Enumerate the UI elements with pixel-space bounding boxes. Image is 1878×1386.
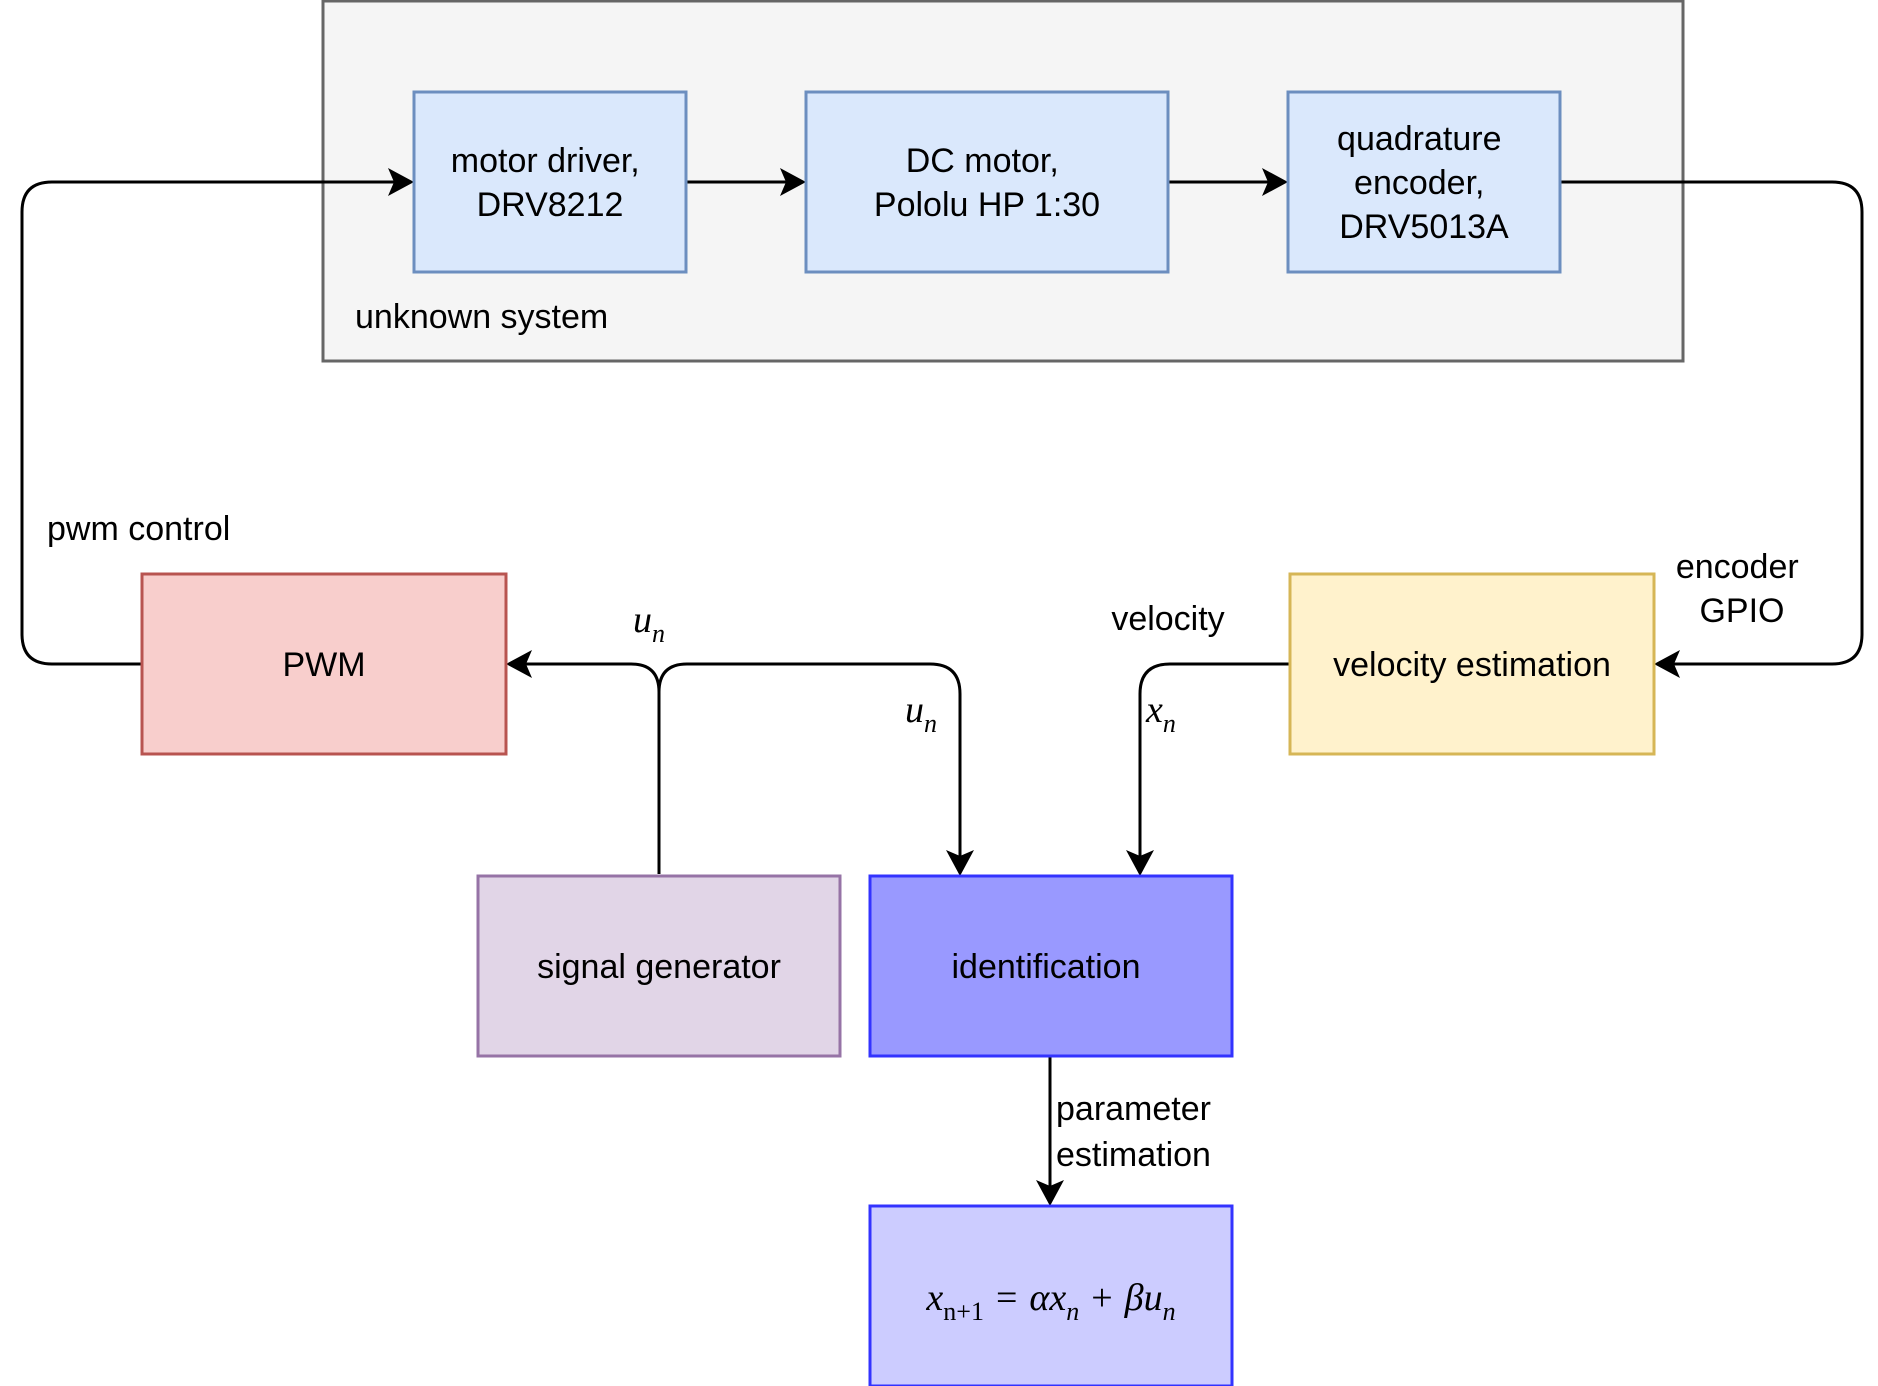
u-n-sub: n (652, 619, 665, 648)
model-box (868, 1204, 1234, 1386)
arrowhead-identification-to-model (1036, 1180, 1064, 1206)
equation-u-var: u (1144, 1277, 1163, 1319)
u-n-var: u (905, 689, 924, 731)
u-n-label-to-identification: un (905, 689, 937, 738)
arrowhead-signal-to-identification (946, 850, 974, 876)
equation-alpha: α (1029, 1277, 1050, 1319)
edge-pwm-to-driver (20, 180, 398, 666)
equation-equals: = (996, 1277, 1017, 1319)
node-velocity-estimation: velocity estimation (1288, 572, 1656, 756)
velocity-estimation-label-line: velocity estimation (1333, 646, 1611, 684)
arrowhead-motor-to-encoder (1262, 168, 1288, 196)
equation-x-var: x (1048, 1277, 1066, 1319)
edge-encoder-to-velocity (1560, 180, 1864, 666)
x-n-sub: n (1163, 709, 1176, 738)
equation-lhs-var: x (925, 1277, 943, 1319)
arrowhead-pwm-to-driver (388, 168, 414, 196)
node-identification: identification (868, 874, 1234, 1058)
encoder-label-line: quadrature (1337, 120, 1501, 158)
motor-driver-label-line: motor driver, (451, 142, 640, 180)
encoder-gpio-label: encoder GPIO (1676, 548, 1808, 630)
node-motor-driver: motor driver, DRV8212 (412, 90, 688, 274)
pwm-box (140, 572, 508, 756)
pwm-label: PWM (282, 646, 365, 684)
arrowhead-velocity-to-identification (1126, 850, 1154, 876)
motor-driver-label: motor driver, DRV8212 (451, 142, 649, 224)
x-n-var: x (1145, 689, 1163, 731)
edge-signal-to-pwm (522, 662, 661, 874)
unknown-system-label: unknown system (355, 298, 608, 336)
dc-motor-label-line: DC motor, (906, 142, 1059, 180)
encoder-label: quadrature encoder, DRV5013A (1337, 120, 1511, 246)
x-n-label-to-identification: xn (1145, 689, 1176, 738)
identification-label: identification (951, 948, 1140, 986)
encoder-gpio-label-line: GPIO (1699, 592, 1784, 630)
node-pwm: PWM (140, 572, 508, 756)
parameter-estimation-label-line: estimation (1056, 1136, 1211, 1174)
edges (20, 168, 1864, 1206)
encoder-label-line: DRV5013A (1339, 208, 1509, 246)
edge-signal-to-identification (657, 662, 962, 860)
node-dc-motor: DC motor, Pololu HP 1:30 (804, 90, 1170, 274)
parameter-estimation-label-line: parameter (1056, 1090, 1211, 1128)
equation-u-sub: n (1163, 1297, 1176, 1326)
encoder-gpio-label-line: encoder (1676, 548, 1799, 586)
encoder-box (1286, 90, 1562, 274)
equation-lhs-sub: n+1 (943, 1297, 984, 1326)
arrowhead-driver-to-motor (780, 168, 806, 196)
signal-generator-label-line: signal generator (537, 948, 781, 986)
node-model: xn+1=αxn+βun (868, 1204, 1234, 1386)
velocity-label: velocity (1111, 600, 1224, 638)
equation-beta: β (1124, 1277, 1144, 1319)
pwm-control-label: pwm control (47, 510, 230, 548)
velocity-estimation-box (1288, 572, 1656, 756)
motor-driver-box (412, 90, 688, 274)
u-n-sub: n (924, 709, 937, 738)
edge-velocity-to-identification (1138, 662, 1290, 860)
equation-x-sub: n (1066, 1297, 1079, 1326)
pwm-label-line: PWM (282, 646, 365, 684)
arrowhead-signal-to-pwm (506, 650, 532, 678)
pwm-control-label-line: pwm control (47, 510, 230, 548)
identification-box (868, 874, 1234, 1058)
edge-labels: pwm control encoder GPIO velocity parame… (47, 510, 1808, 1174)
parameter-estimation-label: parameter estimation (1056, 1090, 1220, 1174)
arrowhead-encoder-to-velocity (1654, 650, 1680, 678)
node-signal-generator: signal generator (476, 874, 842, 1058)
u-n-label-to-pwm: un (633, 599, 665, 648)
motor-driver-label-line: DRV8212 (477, 186, 624, 224)
model-equation: xn+1=αxn+βun (925, 1277, 1175, 1326)
dc-motor-label-line: Pololu HP 1:30 (874, 186, 1100, 224)
u-n-var: u (633, 599, 652, 641)
velocity-label-line: velocity (1111, 600, 1224, 638)
encoder-label-line: encoder, (1354, 164, 1484, 202)
dc-motor-label: DC motor, Pololu HP 1:30 (874, 142, 1100, 224)
identification-label-line: identification (951, 948, 1140, 986)
signal-generator-label: signal generator (537, 948, 781, 986)
dc-motor-box (804, 90, 1170, 274)
signal-generator-box (476, 874, 842, 1058)
velocity-estimation-label: velocity estimation (1333, 646, 1611, 684)
node-encoder: quadrature encoder, DRV5013A (1286, 90, 1562, 274)
equation-plus: + (1091, 1277, 1112, 1319)
